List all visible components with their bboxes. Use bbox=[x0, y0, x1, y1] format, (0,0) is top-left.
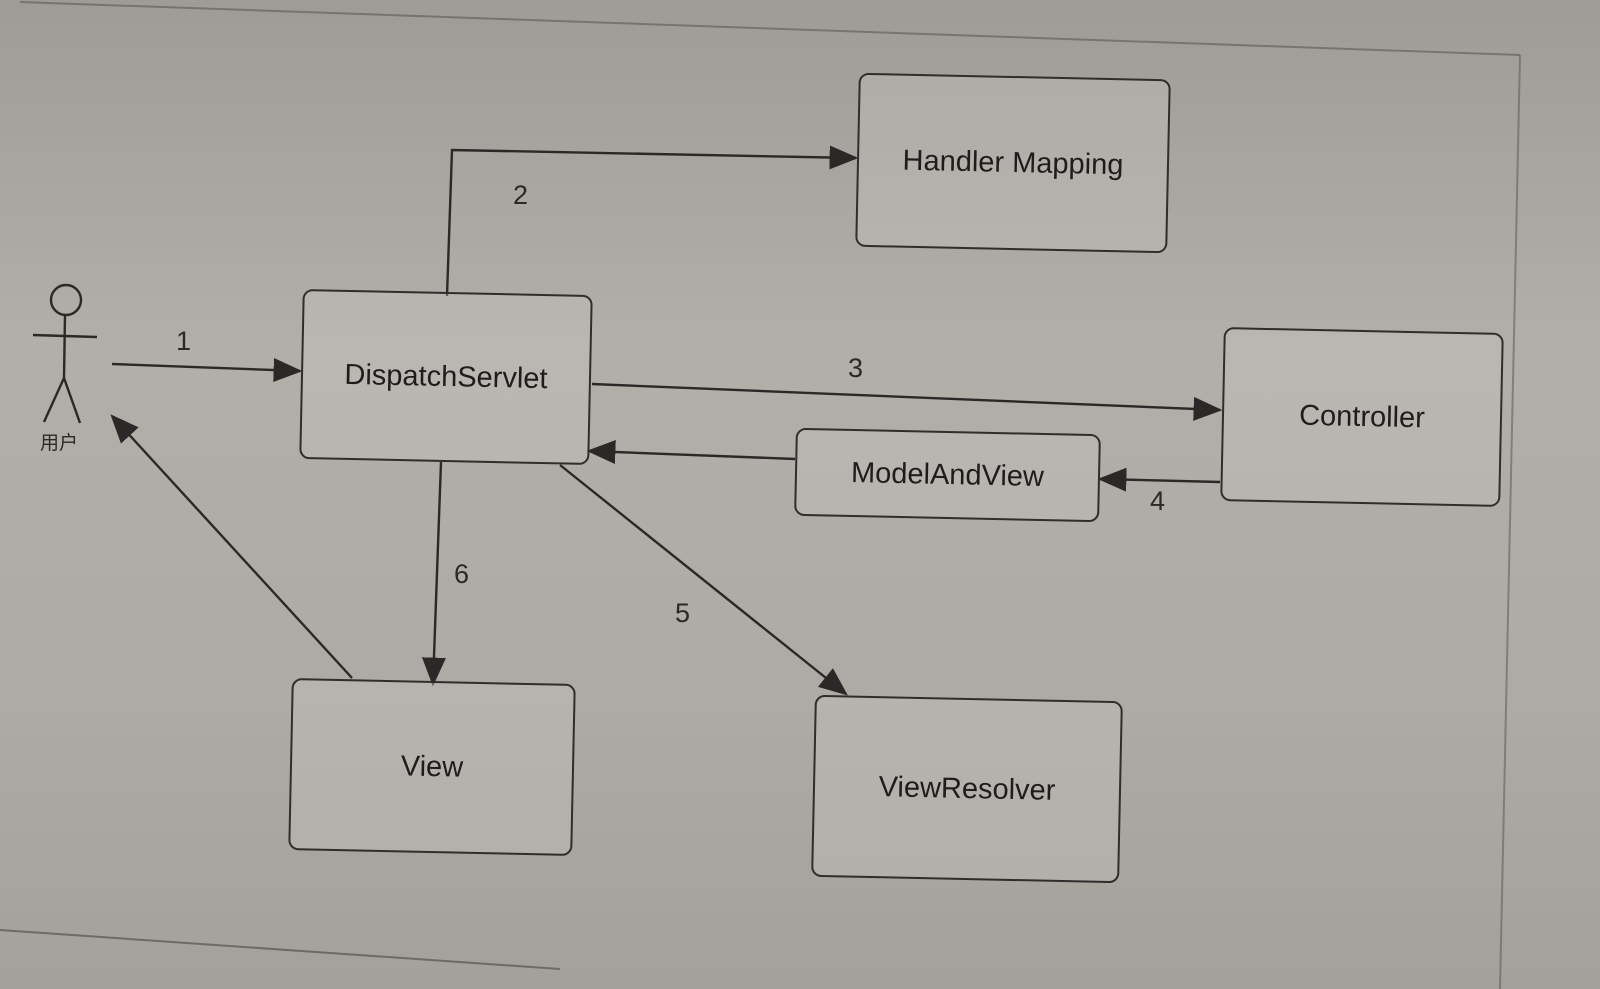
view-box: View bbox=[288, 678, 576, 856]
view-label: View bbox=[400, 749, 464, 784]
arrow-mav-return bbox=[586, 440, 796, 465]
model-and-view-label: ModelAndView bbox=[850, 456, 1045, 493]
controller-box: Controller bbox=[1220, 327, 1504, 507]
step-6-label: 6 bbox=[454, 559, 470, 589]
view-resolver-label: ViewResolver bbox=[878, 770, 1056, 807]
handler-mapping-label: Handler Mapping bbox=[902, 144, 1124, 181]
arrow-view-to-user bbox=[110, 414, 353, 679]
actor-label: 用户 bbox=[40, 432, 79, 454]
controller-label: Controller bbox=[1298, 399, 1426, 434]
step-4-label: 4 bbox=[1150, 486, 1166, 516]
step-5-label: 5 bbox=[675, 598, 691, 628]
arrow-4 bbox=[1097, 467, 1221, 492]
step-2-label: 2 bbox=[513, 180, 529, 210]
dispatch-servlet-box: DispatchServlet bbox=[299, 288, 593, 466]
arrow-5 bbox=[559, 464, 848, 696]
step-3-label: 3 bbox=[848, 353, 864, 383]
handler-mapping-box: Handler Mapping bbox=[855, 72, 1171, 254]
step-1-label: 1 bbox=[176, 326, 192, 356]
dispatch-servlet-label: DispatchServlet bbox=[344, 358, 548, 395]
arrow-6 bbox=[421, 461, 446, 687]
arrow-2 bbox=[445, 145, 859, 297]
model-and-view-box: ModelAndView bbox=[794, 427, 1101, 523]
arrow-3 bbox=[591, 382, 1223, 421]
stick-figure-icon bbox=[32, 283, 98, 424]
arrow-1 bbox=[111, 358, 303, 383]
view-resolver-box: ViewResolver bbox=[811, 694, 1123, 884]
